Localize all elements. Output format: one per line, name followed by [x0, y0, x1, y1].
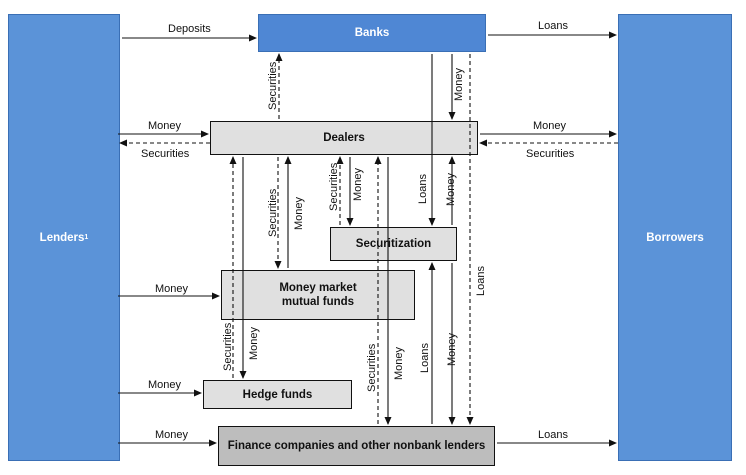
lenders-hedge-money-label: Money — [148, 379, 182, 391]
banks-finance-loans-label: Loans — [475, 266, 487, 296]
lenders-mmf-money-label: Money — [155, 283, 189, 295]
dealers-lenders-securities-label: Securities — [141, 148, 190, 160]
finance-companies-label: Finance companies and other nonbank lend… — [227, 440, 486, 452]
dealers-finance-money-label: Money — [393, 346, 405, 380]
money-market-funds-node: Money market mutual funds — [221, 270, 415, 320]
borrowers-label: Borrowers — [646, 231, 704, 244]
dealers-node: Dealers — [210, 121, 478, 155]
lenders-finance-money-label: Money — [155, 429, 189, 441]
finance-borrowers-loans-label: Loans — [538, 429, 568, 441]
banks-node: Banks — [258, 14, 486, 52]
dealers-borrowers-money-label: Money — [533, 120, 567, 132]
deposits-label: Deposits — [168, 23, 211, 35]
hedge-funds-node: Hedge funds — [203, 380, 352, 409]
borrowers-dealers-securities-label: Securities — [526, 148, 575, 160]
banks-securitization-loans-label: Loans — [417, 174, 429, 204]
dealers-label: Dealers — [323, 132, 365, 144]
dealers-securitization-money-label: Money — [352, 167, 364, 201]
securitization-dealers-securities-label: Securities — [328, 162, 340, 211]
banks-label: Banks — [354, 27, 390, 39]
mmf-dealers-money-label: Money — [293, 196, 305, 230]
finance-companies-node: Finance companies and other nonbank lend… — [218, 426, 495, 466]
dealers-mmf-securities-label: Securities — [267, 188, 279, 237]
lenders-dealers-money-label: Money — [148, 120, 182, 132]
dealers-banks-securities-label: Securities — [267, 61, 279, 110]
finance-securitization-loans-label: Loans — [419, 343, 431, 373]
banks-dealers-money-label: Money — [453, 67, 465, 101]
mmf-label-line1: Money market — [279, 282, 357, 294]
securitization-node: Securitization — [330, 227, 457, 261]
securitization-banks-money-label: Money — [445, 172, 457, 206]
hedge-dealers-securities-label: Securities — [222, 322, 234, 371]
mmf-label-line2: mutual funds — [281, 296, 355, 308]
dealers-hedge-money-label: Money — [248, 326, 260, 360]
borrowers-node: Borrowers — [618, 14, 732, 461]
securitization-finance-money-label: Money — [446, 332, 458, 366]
lenders-label: Lenders — [39, 231, 85, 244]
securitization-label: Securitization — [355, 238, 432, 250]
finance-dealers-securities-label: Securities — [366, 343, 378, 392]
banks-loans-label: Loans — [538, 20, 568, 32]
hedge-funds-label: Hedge funds — [242, 388, 313, 401]
